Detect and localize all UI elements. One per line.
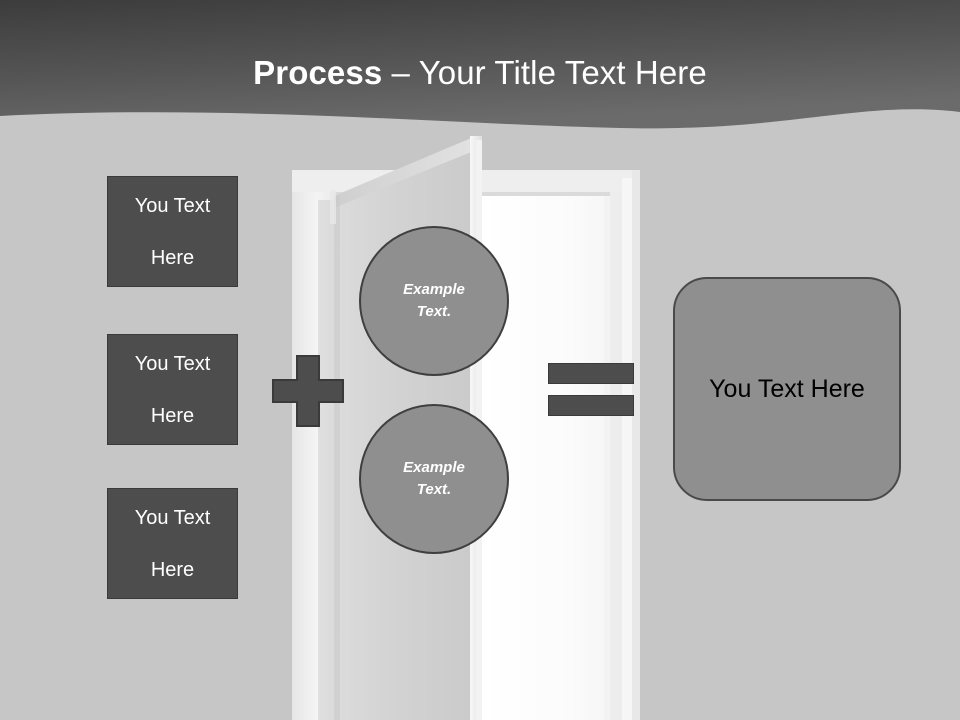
example-circle-1-line2: Text.	[416, 303, 452, 320]
page-title-bold: Process	[253, 54, 383, 91]
example-circle-2[interactable]: Example Text.	[359, 404, 509, 554]
text-box-3-line2: Here	[150, 558, 195, 581]
example-circle-1[interactable]: Example Text.	[359, 226, 509, 376]
example-circle-1-line1: Example	[403, 281, 465, 298]
text-box-1-line1: You Text	[134, 194, 211, 217]
example-circle-2-line2: Text.	[416, 481, 452, 498]
equals-bar-bottom	[548, 395, 634, 416]
text-box-2[interactable]: You Text Here	[107, 334, 238, 445]
plus-icon	[272, 355, 344, 427]
page-title: Process – Your Title Text Here	[0, 51, 960, 95]
example-circle-2-line1: Example	[403, 459, 465, 476]
result-box[interactable]: You Text Here	[673, 277, 901, 501]
text-box-3[interactable]: You Text Here	[107, 488, 238, 599]
text-box-2-line1: You Text	[134, 352, 211, 375]
page-title-separator: –	[382, 54, 419, 91]
text-box-1-line2: Here	[150, 246, 195, 269]
equals-bar-top	[548, 363, 634, 384]
text-box-3-line1: You Text	[134, 506, 211, 529]
text-box-1[interactable]: You Text Here	[107, 176, 238, 287]
result-box-label: You Text Here	[709, 375, 865, 403]
text-box-2-line2: Here	[150, 404, 195, 427]
equals-icon	[548, 363, 634, 416]
page-title-rest: Your Title Text Here	[418, 54, 707, 91]
